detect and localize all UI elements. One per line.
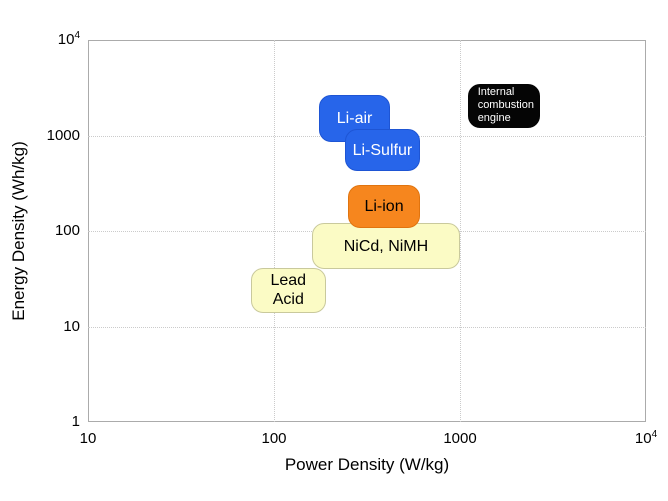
region-nicd-nimh: NiCd, NiMH <box>311 223 460 269</box>
x-tick-100: 100 <box>261 430 287 447</box>
region-label-li-air: Li-air <box>336 110 373 128</box>
region-label-li-ion: Li-ion <box>364 198 404 216</box>
region-li-sulfur: Li-Sulfur <box>344 128 421 172</box>
region-internal-combustion-engine: Internal combustion engine <box>467 83 541 128</box>
x-axis-title: Power Density (W/kg) <box>284 455 450 474</box>
y-tick-1: 1 <box>71 413 80 430</box>
y-tick-1000: 1000 <box>46 126 80 144</box>
region-lead-acid: Lead Acid <box>250 267 326 313</box>
y-tick-10: 10 <box>63 317 80 335</box>
region-label-nicd-nimh: NiCd, NiMH <box>343 237 429 255</box>
x-tick-1000: 1000 <box>443 430 477 447</box>
region-label-lead-acid: Lead Acid <box>270 272 307 309</box>
region-label-internal-combustion-engine: Internal combustion engine <box>477 85 534 125</box>
y-tick-100: 100 <box>54 222 80 239</box>
region-label-li-sulfur: Li-Sulfur <box>352 141 413 159</box>
y-tick-10000: 104 <box>57 30 80 49</box>
horizontal-gridline-10 <box>88 326 646 328</box>
x-tick-10: 10 <box>79 430 97 447</box>
x-tick-10000: 104 <box>634 429 658 448</box>
region-li-ion: Li-ion <box>348 185 421 229</box>
